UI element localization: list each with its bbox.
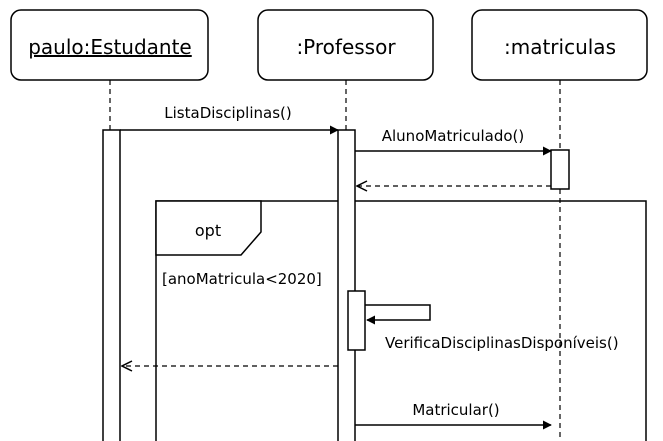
lifeline-matriculas: :matriculas: [471, 9, 648, 441]
lifeline-professor: :Professor: [257, 9, 434, 130]
fragment-operator-tab: [155, 200, 262, 256]
self-message-arrow: [365, 304, 431, 325]
activation-estudante: [102, 129, 121, 441]
activation-matriculas: [550, 149, 570, 190]
message-label: ListaDisciplinas(): [164, 104, 291, 122]
fragment-operator-label: opt: [195, 221, 221, 240]
message-label: VerificaDisciplinasDisponíveis(): [385, 334, 619, 352]
lifeline-label-professor: :Professor: [296, 35, 396, 59]
message-verifica-disciplinas: VerificaDisciplinasDisponíveis(): [365, 304, 619, 352]
lifeline-label-matriculas: :matriculas: [504, 35, 616, 59]
fragment-guard: [anoMatricula<2020]: [162, 270, 322, 288]
message-lista-disciplinas: ListaDisciplinas(): [120, 104, 339, 135]
message-aluno-matriculado: AlunoMatriculado(): [355, 127, 552, 156]
lifeline-estudante: paulo:Estudante: [10, 9, 209, 130]
lifeline-label-estudante: paulo:Estudante: [28, 35, 192, 59]
activation-professor-nested: [347, 290, 366, 351]
message-label: Matricular(): [412, 401, 499, 419]
message-matricular: Matricular(): [355, 401, 552, 430]
fragment-opt: opt [anoMatricula<2020]: [155, 200, 647, 441]
fragment-frame: [155, 200, 647, 441]
message-label: AlunoMatriculado(): [382, 127, 525, 145]
activation-professor: [337, 129, 356, 441]
